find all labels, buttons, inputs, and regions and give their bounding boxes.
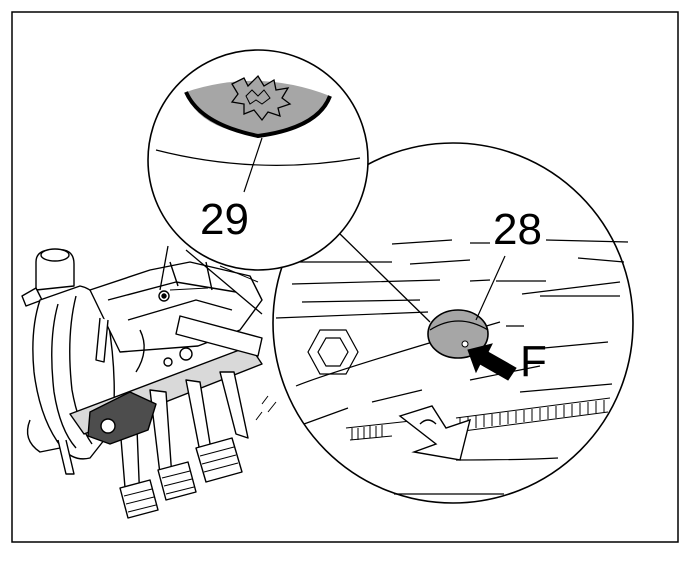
detail-view-large bbox=[272, 142, 634, 504]
leader-lines bbox=[159, 231, 431, 323]
detail-view-small bbox=[147, 49, 369, 271]
callout-28: 28 bbox=[493, 205, 542, 254]
force-arrow-f bbox=[467, 343, 517, 381]
callout-29: 29 bbox=[200, 195, 249, 244]
part-28-cap bbox=[427, 309, 489, 359]
pedal-assembly bbox=[21, 248, 277, 519]
direction-arrow-down bbox=[398, 405, 471, 461]
callout-f: F bbox=[520, 337, 547, 386]
